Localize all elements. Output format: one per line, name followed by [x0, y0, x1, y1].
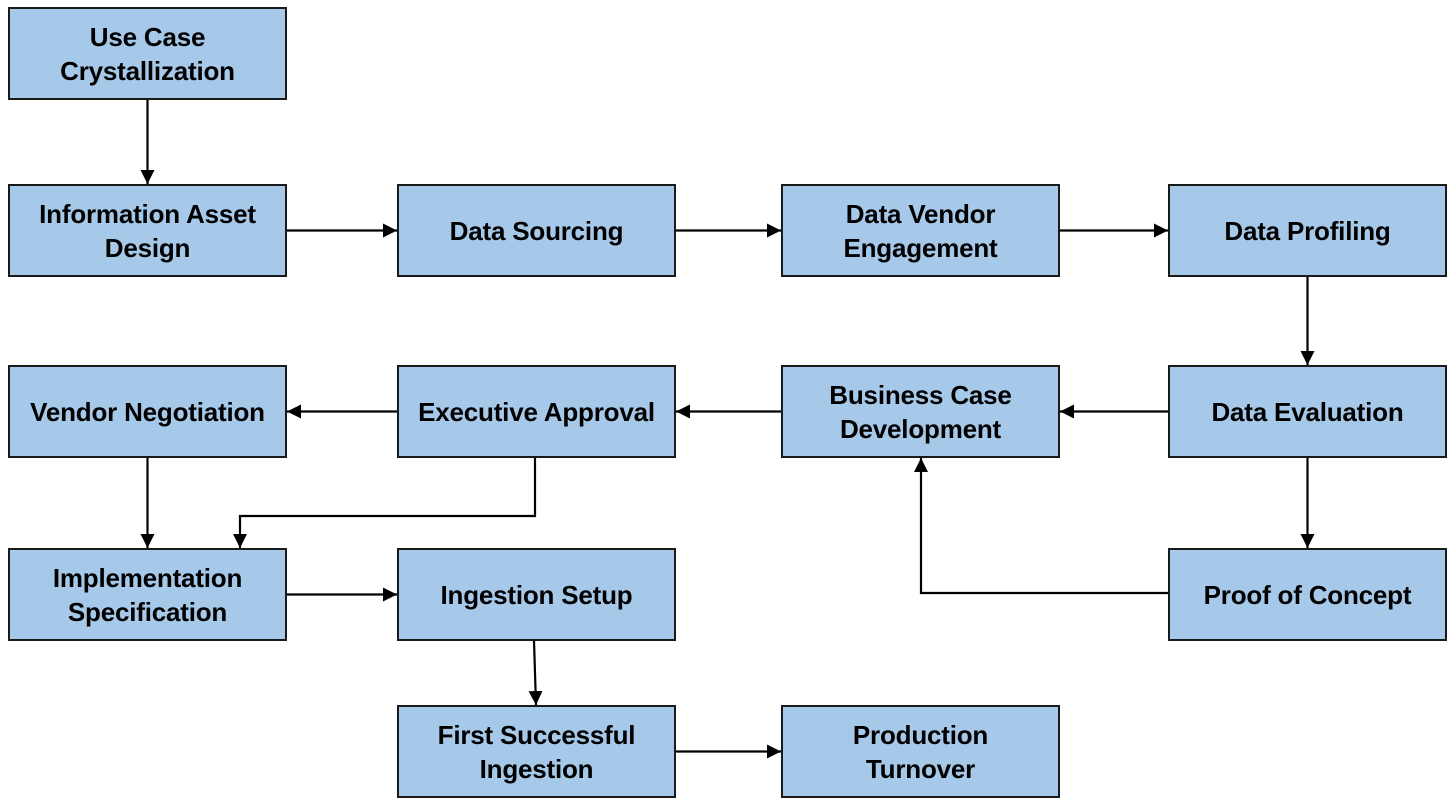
node-data-evaluation: Data Evaluation	[1168, 365, 1447, 458]
node-label: Data Profiling	[1224, 215, 1391, 246]
node-label: Business Case Development	[829, 379, 1012, 444]
node-business-case-development: Business Case Development	[781, 365, 1060, 458]
node-data-profiling: Data Profiling	[1168, 184, 1447, 277]
node-proof-of-concept: Proof of Concept	[1168, 548, 1447, 641]
node-label: Production Turnover	[852, 719, 989, 784]
node-data-vendor-engagement: Data Vendor Engagement	[781, 184, 1060, 277]
node-label: Use Case Crystallization	[60, 21, 235, 86]
arrow-ingestion-setup-to-first-successful-ingestion	[528, 640, 543, 706]
node-label: Executive Approval	[418, 396, 655, 427]
node-first-successful-ingestion: First Successful Ingestion	[397, 705, 676, 798]
node-label: Ingestion Setup	[440, 579, 633, 610]
node-information-asset-design: Information Asset Design	[8, 184, 287, 277]
node-label: Vendor Negotiation	[30, 396, 265, 427]
node-ingestion-setup: Ingestion Setup	[397, 548, 676, 641]
node-label: Data Evaluation	[1211, 396, 1404, 427]
node-production-turnover: Production Turnover	[781, 705, 1060, 798]
node-label: First Successful Ingestion	[437, 719, 636, 784]
node-use-case-crystallization: Use Case Crystallization	[8, 7, 287, 100]
node-label: Information Asset Design	[39, 198, 256, 263]
arrow-executive-approval-to-implementation-specification	[233, 458, 537, 548]
node-label: Data Vendor Engagement	[843, 198, 998, 263]
node-implementation-specification: Implementation Specification	[8, 548, 287, 641]
node-label: Proof of Concept	[1203, 579, 1412, 610]
node-label: Data Sourcing	[449, 215, 624, 246]
node-label: Implementation Specification	[52, 562, 243, 627]
node-data-sourcing: Data Sourcing	[397, 184, 676, 277]
node-executive-approval: Executive Approval	[397, 365, 676, 458]
node-vendor-negotiation: Vendor Negotiation	[8, 365, 287, 458]
arrow-proof-of-concept-to-business-case-development	[914, 458, 1168, 595]
